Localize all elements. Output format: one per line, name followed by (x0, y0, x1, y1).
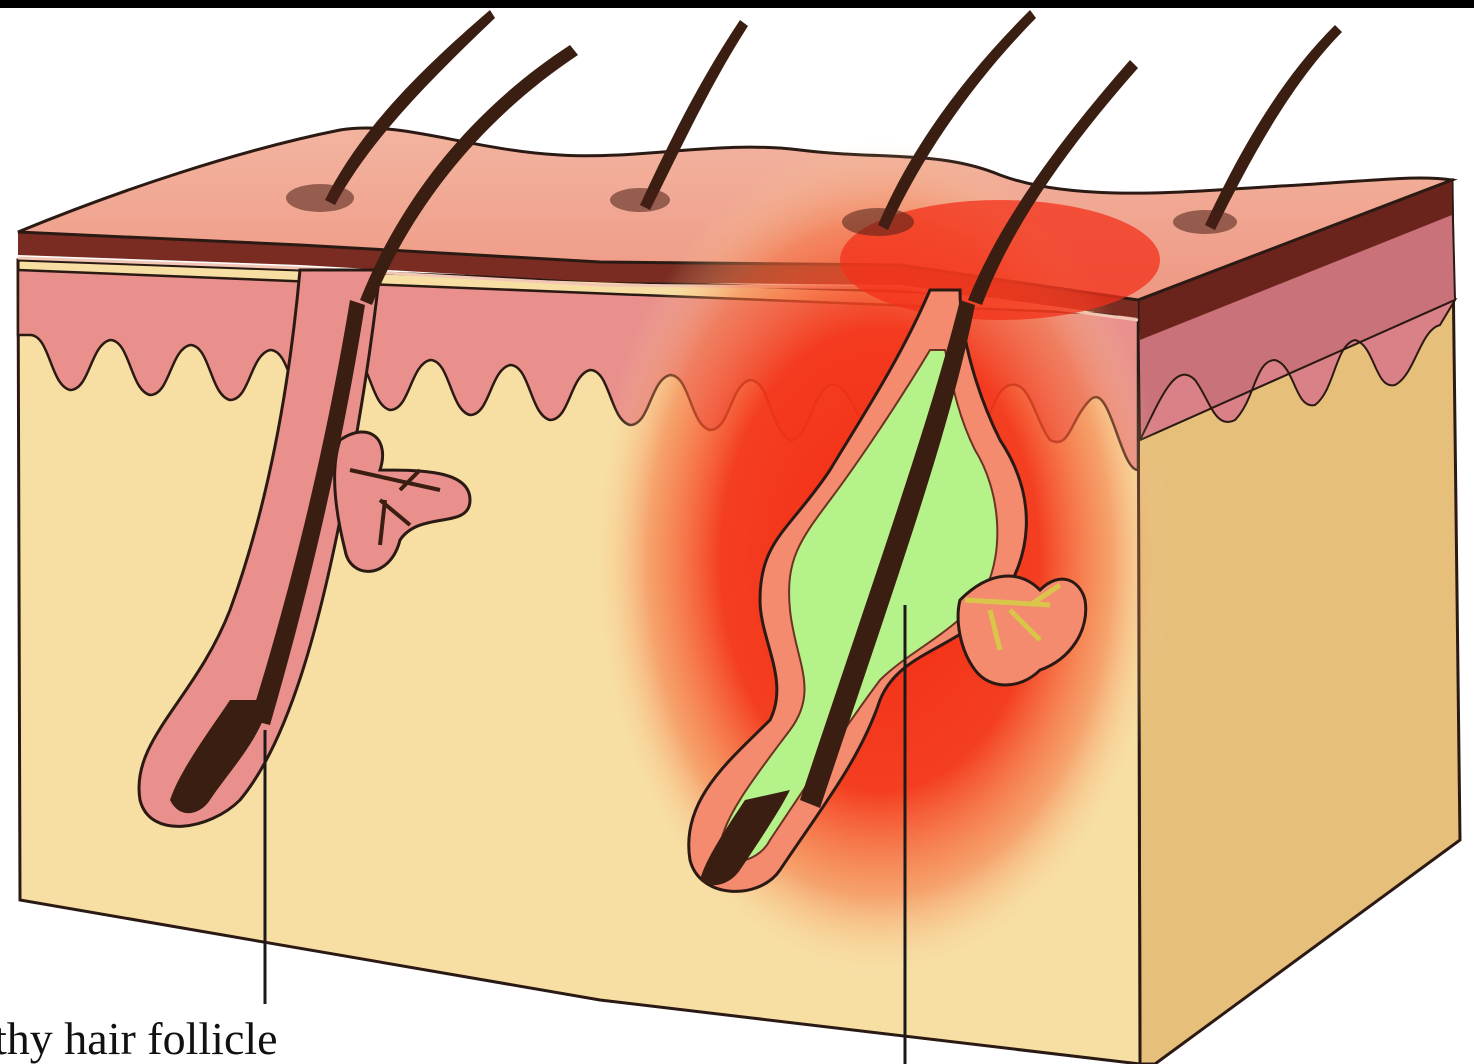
healthy-follicle-label: thy hair follicle (0, 1016, 278, 1062)
top-border (0, 0, 1474, 8)
